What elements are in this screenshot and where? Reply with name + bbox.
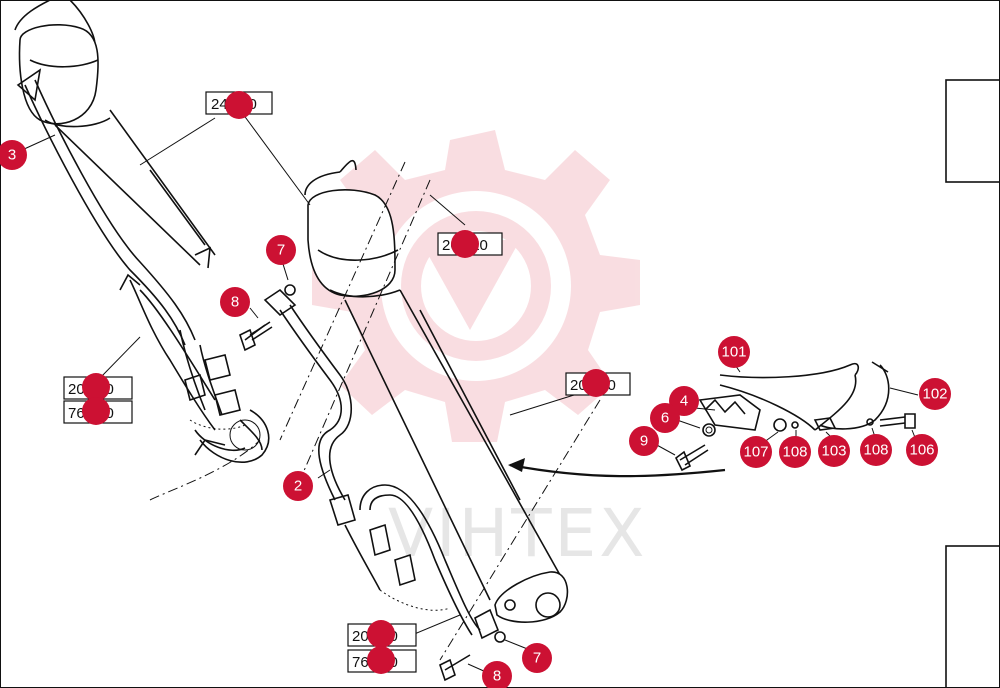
svg-text:106: 106: [909, 442, 934, 459]
callout-2[interactable]: 2: [283, 471, 313, 501]
ref-marker-76210-a: [82, 397, 110, 425]
svg-text:4: 4: [680, 393, 688, 410]
svg-text:107: 107: [743, 444, 768, 461]
callout-101[interactable]: 101: [718, 336, 750, 368]
svg-text:9: 9: [640, 433, 648, 450]
ref-marker-24020: [225, 91, 253, 119]
svg-text:3: 3: [8, 147, 16, 164]
right-cylinder: [239, 160, 601, 682]
callout-3[interactable]: 3: [0, 140, 27, 170]
clamp-assembly: [508, 361, 916, 478]
svg-text:108: 108: [782, 444, 807, 461]
watermark-text: VIHTEX: [388, 495, 647, 572]
side-tab-top: [945, 79, 1000, 183]
svg-text:2: 2: [294, 478, 302, 495]
svg-text:8: 8: [231, 294, 239, 311]
svg-text:102: 102: [922, 386, 947, 403]
callout-106[interactable]: 106: [906, 434, 938, 466]
svg-text:7: 7: [277, 242, 285, 259]
svg-text:VIHTEX: VIHTEX: [388, 495, 647, 572]
ref-marker-20310-b: [582, 369, 610, 397]
callout-9[interactable]: 9: [629, 426, 659, 456]
callout-108-a[interactable]: 108: [779, 436, 811, 468]
callout-7-top[interactable]: 7: [266, 235, 296, 265]
svg-text:103: 103: [821, 443, 846, 460]
leader-lines: [21, 109, 919, 673]
svg-text:7: 7: [533, 650, 541, 667]
ref-marker-20600-a: [82, 373, 110, 401]
svg-text:101: 101: [721, 344, 746, 361]
left-cylinder: [14, 0, 270, 501]
ref-marker-20310-a: [451, 230, 479, 258]
side-tab-bottom: [945, 545, 1000, 688]
callout-6[interactable]: 6: [650, 403, 680, 433]
ref-marker-76210-b: [367, 646, 395, 674]
svg-text:108: 108: [863, 442, 888, 459]
callout-8-top[interactable]: 8: [220, 287, 250, 317]
svg-text:8: 8: [493, 668, 501, 685]
callout-108-b[interactable]: 108: [860, 434, 892, 466]
callout-107[interactable]: 107: [740, 436, 772, 468]
ref-marker-20600-b: [367, 620, 395, 648]
callout-103[interactable]: 103: [818, 435, 850, 467]
callout-8-bottom[interactable]: 8: [482, 661, 512, 688]
svg-text:6: 6: [661, 410, 669, 427]
callout-102[interactable]: 102: [919, 378, 951, 410]
callout-7-bottom[interactable]: 7: [522, 643, 552, 673]
